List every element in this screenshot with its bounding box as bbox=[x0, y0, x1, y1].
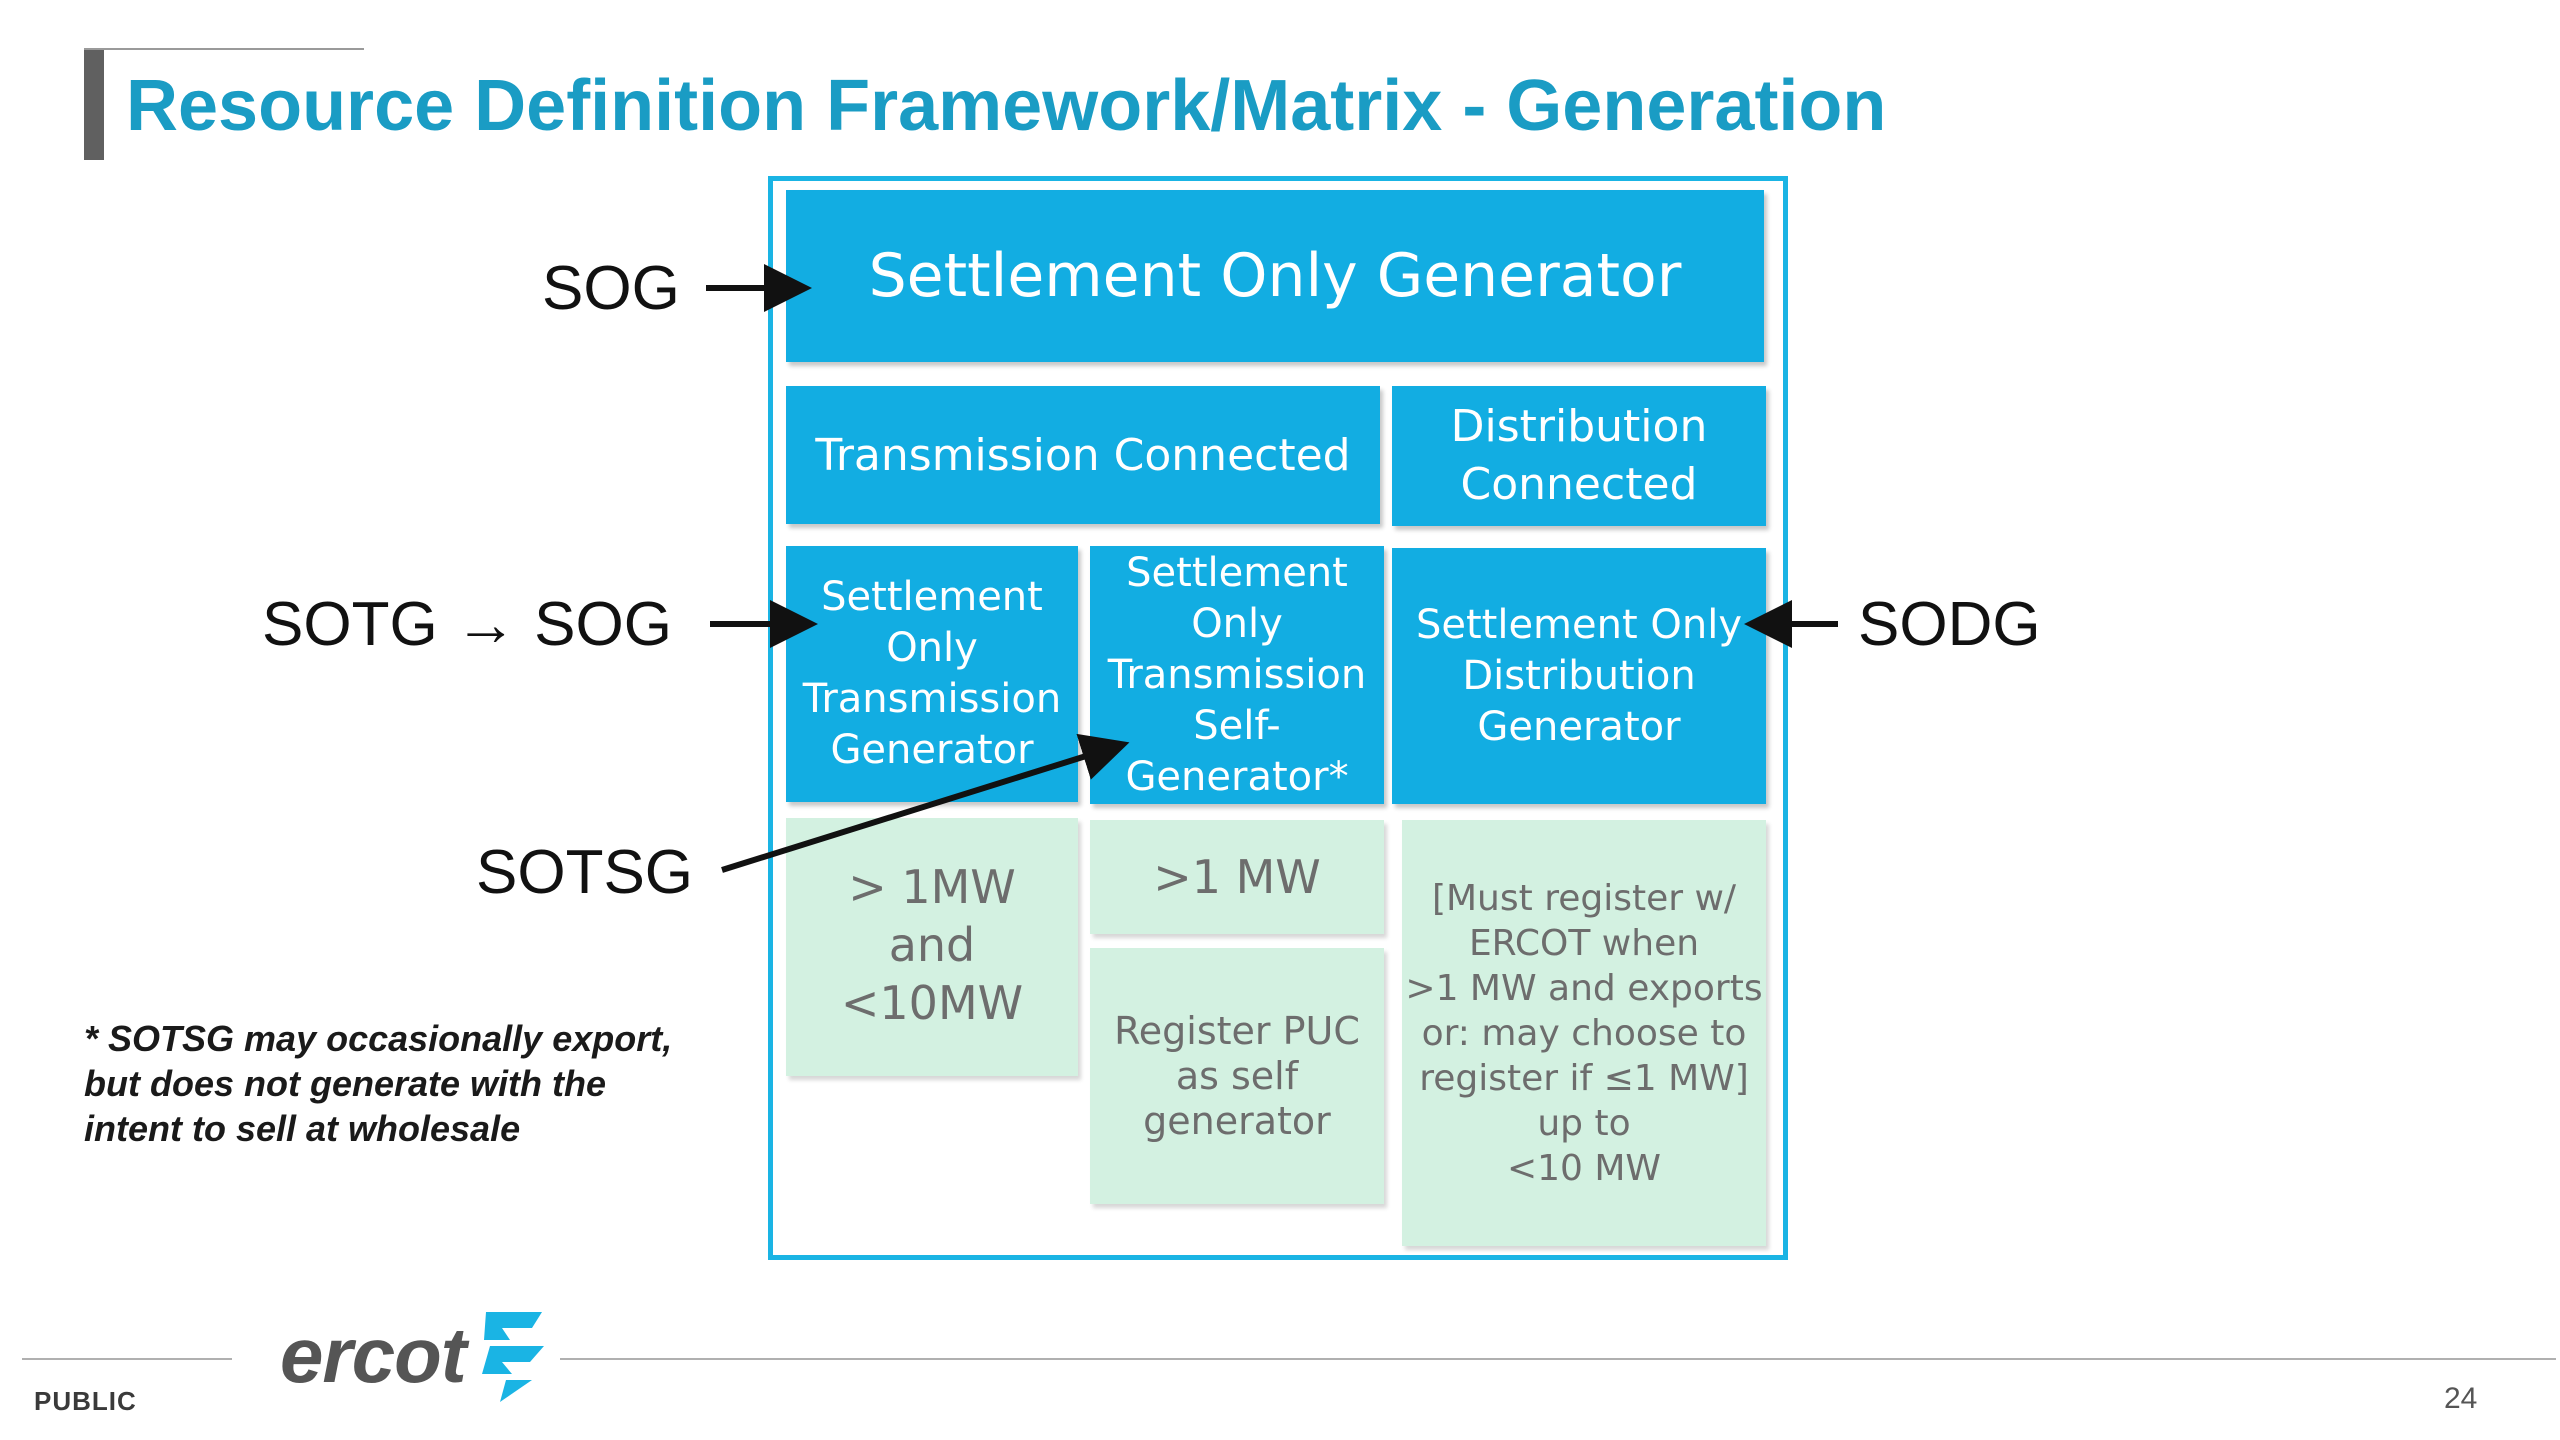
transmission-connected-cell: Transmission Connected bbox=[786, 386, 1380, 524]
sodg-registration-line: register if ≤1 MW] bbox=[1419, 1057, 1749, 1099]
sotsg-registration-line: as self bbox=[1175, 1053, 1299, 1098]
distribution-connected-line: Connected bbox=[1460, 459, 1698, 510]
title-top-rule bbox=[84, 48, 364, 50]
sotg-size-cell: > 1MW and <10MW bbox=[786, 818, 1078, 1076]
sodg-registration-cell: [Must register w/ ERCOT when >1 MW and e… bbox=[1402, 820, 1766, 1246]
sodg-line: Distribution bbox=[1462, 652, 1696, 699]
distribution-connected-line: Distribution bbox=[1450, 401, 1708, 452]
page-title: Resource Definition Framework/Matrix - G… bbox=[126, 66, 1887, 146]
sodg-line: Settlement Only bbox=[1415, 601, 1743, 648]
ercot-logo: ercot bbox=[280, 1300, 550, 1410]
footnote: * SOTSG may occasionally export, but doe… bbox=[84, 1016, 744, 1151]
title-accent-bar bbox=[84, 50, 104, 160]
sodg-registration-line: <10 MW bbox=[1506, 1147, 1662, 1189]
sotg-cell: Settlement Only Transmission Generator bbox=[786, 546, 1078, 802]
sotsg-line: Generator* bbox=[1125, 753, 1349, 800]
framework-frame bbox=[768, 176, 1788, 1260]
settlement-only-generator-cell: Settlement Only Generator bbox=[786, 190, 1764, 362]
sotsg-line: Transmission bbox=[1107, 651, 1367, 698]
sotg-size-line: > 1MW bbox=[848, 860, 1016, 914]
transmission-connected-label: Transmission Connected bbox=[815, 429, 1351, 481]
sotg-line: Generator bbox=[830, 727, 1034, 773]
sodg-registration-line: [Must register w/ bbox=[1431, 877, 1737, 919]
footnote-line: * SOTSG may occasionally export, bbox=[84, 1018, 673, 1059]
distribution-connected-cell: Distribution Connected bbox=[1392, 386, 1766, 526]
sodg-registration-line: or: may choose to bbox=[1421, 1012, 1747, 1054]
classification-label: PUBLIC bbox=[34, 1386, 137, 1416]
sotsg-registration-cell: Register PUC as self generator bbox=[1090, 948, 1384, 1204]
sodg-line: Generator bbox=[1477, 703, 1681, 750]
sotsg-size-label: >1 MW bbox=[1153, 850, 1321, 904]
logo-text: ercot bbox=[280, 1310, 467, 1399]
footnote-line: intent to sell at wholesale bbox=[84, 1108, 521, 1149]
sotg-line: Only bbox=[886, 625, 978, 671]
sotsg-size-cell: >1 MW bbox=[1090, 820, 1384, 934]
sotg-label: SOTG → SOG bbox=[262, 590, 672, 659]
sotg-size-line: and bbox=[888, 918, 976, 972]
settlement-only-generator-label: Settlement Only Generator bbox=[868, 241, 1682, 311]
sotsg-line: Self- bbox=[1193, 702, 1281, 749]
sotsg-registration-line: generator bbox=[1143, 1098, 1331, 1143]
sodg-cell: Settlement Only Distribution Generator bbox=[1392, 548, 1766, 804]
footnote-line: but does not generate with the bbox=[84, 1063, 607, 1104]
sodg-registration-line: >1 MW and exports bbox=[1405, 967, 1763, 1009]
footer-rule-left bbox=[22, 1358, 232, 1360]
sodg-registration-line: up to bbox=[1537, 1102, 1631, 1144]
sotsg-line: Settlement bbox=[1126, 549, 1348, 596]
sotg-size-line: <10MW bbox=[840, 976, 1024, 1030]
sog-label: SOG bbox=[542, 254, 680, 323]
footer-rule-right bbox=[560, 1358, 2556, 1360]
sodg-registration-line: ERCOT when bbox=[1468, 922, 1700, 964]
page-number: 24 bbox=[2444, 1382, 2478, 1415]
sotg-line: Settlement bbox=[821, 574, 1043, 620]
sotsg-line: Only bbox=[1191, 600, 1283, 647]
sodg-label: SODG bbox=[1858, 590, 2041, 659]
sotsg-registration-line: Register PUC bbox=[1114, 1008, 1360, 1053]
sotsg-cell: Settlement Only Transmission Self- Gener… bbox=[1090, 546, 1384, 804]
sotg-line: Transmission bbox=[802, 676, 1062, 722]
sotsg-label: SOTSG bbox=[476, 838, 694, 907]
ercot-logo-icon bbox=[481, 1312, 544, 1402]
